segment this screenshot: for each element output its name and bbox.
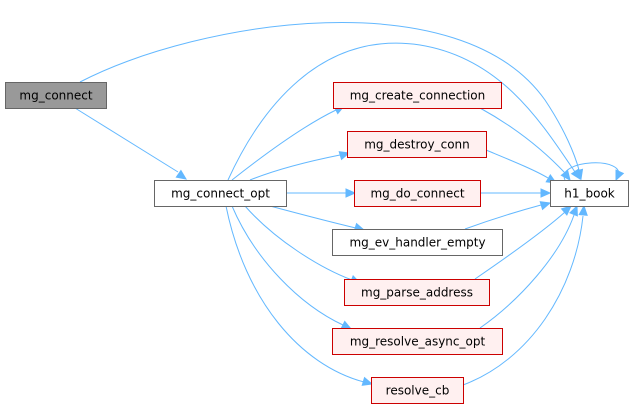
node-box — [371, 377, 464, 404]
edge-mg_parse_address-to-h1_book — [474, 205, 572, 280]
edge-arrowhead — [615, 169, 625, 182]
node-label: mg_connect_opt — [171, 187, 270, 201]
node-box — [344, 279, 490, 306]
node-label: mg_destroy_conn — [364, 138, 470, 152]
node-mg-connect-opt[interactable]: mg_connect_opt — [154, 180, 287, 207]
node-box — [154, 180, 287, 207]
edge-line — [79, 22, 580, 171]
edge-mg_connect-to-h1_book — [79, 22, 584, 181]
edge-line — [249, 154, 341, 181]
node-label: mg_resolve_async_opt — [350, 335, 486, 349]
edge-line — [563, 162, 620, 181]
node-resolve-cb[interactable]: resolve_cb — [371, 377, 464, 404]
edge-mg_connect_opt-to-mg_resolve_async_opt — [231, 205, 353, 330]
edge-line — [474, 211, 566, 280]
edge-line — [479, 214, 575, 329]
node-label: mg_ev_handler_empty — [349, 236, 485, 250]
edge-line — [74, 107, 179, 173]
edge-line — [231, 205, 344, 326]
edge-arrowhead — [540, 188, 552, 198]
edge-mg_do_connect-to-h1_book — [480, 188, 552, 198]
node-label: resolve_cb — [386, 384, 450, 398]
node-layer: mg_connect mg_connect_opt mg_create_connec… — [5, 82, 629, 404]
node-mg-parse-address[interactable]: mg_parse_address — [344, 279, 490, 306]
node-box — [333, 82, 502, 109]
edge-arrowhead — [338, 151, 351, 161]
edge-arrowhead — [340, 320, 353, 330]
node-label: mg_parse_address — [361, 286, 473, 300]
edge-line — [231, 109, 337, 181]
edge-line — [227, 42, 576, 181]
node-h1-book[interactable]: h1_book — [550, 180, 629, 207]
edge-mg_ev_handler_empty-to-h1_book — [464, 201, 552, 230]
edge-arrowhead — [345, 188, 357, 198]
node-mg-destroy-conn[interactable]: mg_destroy_conn — [347, 131, 487, 158]
edge-resolve_cb-to-h1_book — [462, 204, 588, 386]
edge-line — [479, 107, 566, 174]
edge-arrowhead — [539, 201, 552, 211]
edge-mg_resolve_async_opt-to-h1_book — [479, 204, 578, 329]
edge-line — [244, 205, 353, 281]
node-box — [332, 328, 503, 355]
node-box — [5, 82, 107, 109]
edge-mg_connect_opt-to-mg_destroy_conn — [249, 151, 351, 181]
node-box — [354, 180, 481, 207]
edge-arrowhead — [569, 204, 578, 217]
edge-arrowhead — [361, 376, 374, 386]
edge-h1_book-to-h1_book — [563, 162, 625, 182]
node-box — [332, 229, 503, 256]
node-label: h1_book — [564, 187, 615, 201]
node-mg-create-connection[interactable]: mg_create_connection — [333, 82, 502, 109]
edge-line — [269, 205, 357, 229]
edge-line — [462, 215, 584, 386]
edge-arrowhead — [560, 205, 572, 216]
node-label: mg_create_connection — [350, 89, 486, 103]
node-mg-connect: mg_connect — [5, 82, 107, 109]
edge-mg_connect_opt-to-mg_create_connection — [231, 105, 346, 181]
edge-mg_connect_opt-to-resolve_cb — [225, 205, 374, 386]
node-box — [550, 180, 629, 207]
node-label: mg_do_connect — [370, 187, 464, 201]
edge-mg_connect-to-mg_connect_opt — [74, 107, 188, 180]
edge-line — [464, 204, 542, 230]
node-mg-do-connect[interactable]: mg_do_connect — [354, 180, 481, 207]
edge-arrowhead — [578, 204, 588, 216]
edge-arrowhead — [175, 169, 188, 180]
edge-arrowhead — [570, 168, 581, 181]
edge-mg_destroy_conn-to-h1_book — [485, 149, 558, 184]
edge-mg_connect_opt-to-mg_ev_handler_empty — [269, 205, 366, 232]
node-mg-ev-handler-empty[interactable]: mg_ev_handler_empty — [332, 229, 503, 256]
edge-mg_connect_opt-to-h1_book — [227, 42, 581, 181]
edge-mg_connect_opt-to-mg_do_connect — [286, 188, 357, 198]
node-label: mg_connect — [19, 89, 92, 103]
node-box — [347, 131, 487, 158]
edge-line — [225, 205, 365, 383]
node-mg-resolve-async-opt[interactable]: mg_resolve_async_opt — [332, 328, 503, 355]
edge-line — [485, 149, 549, 179]
